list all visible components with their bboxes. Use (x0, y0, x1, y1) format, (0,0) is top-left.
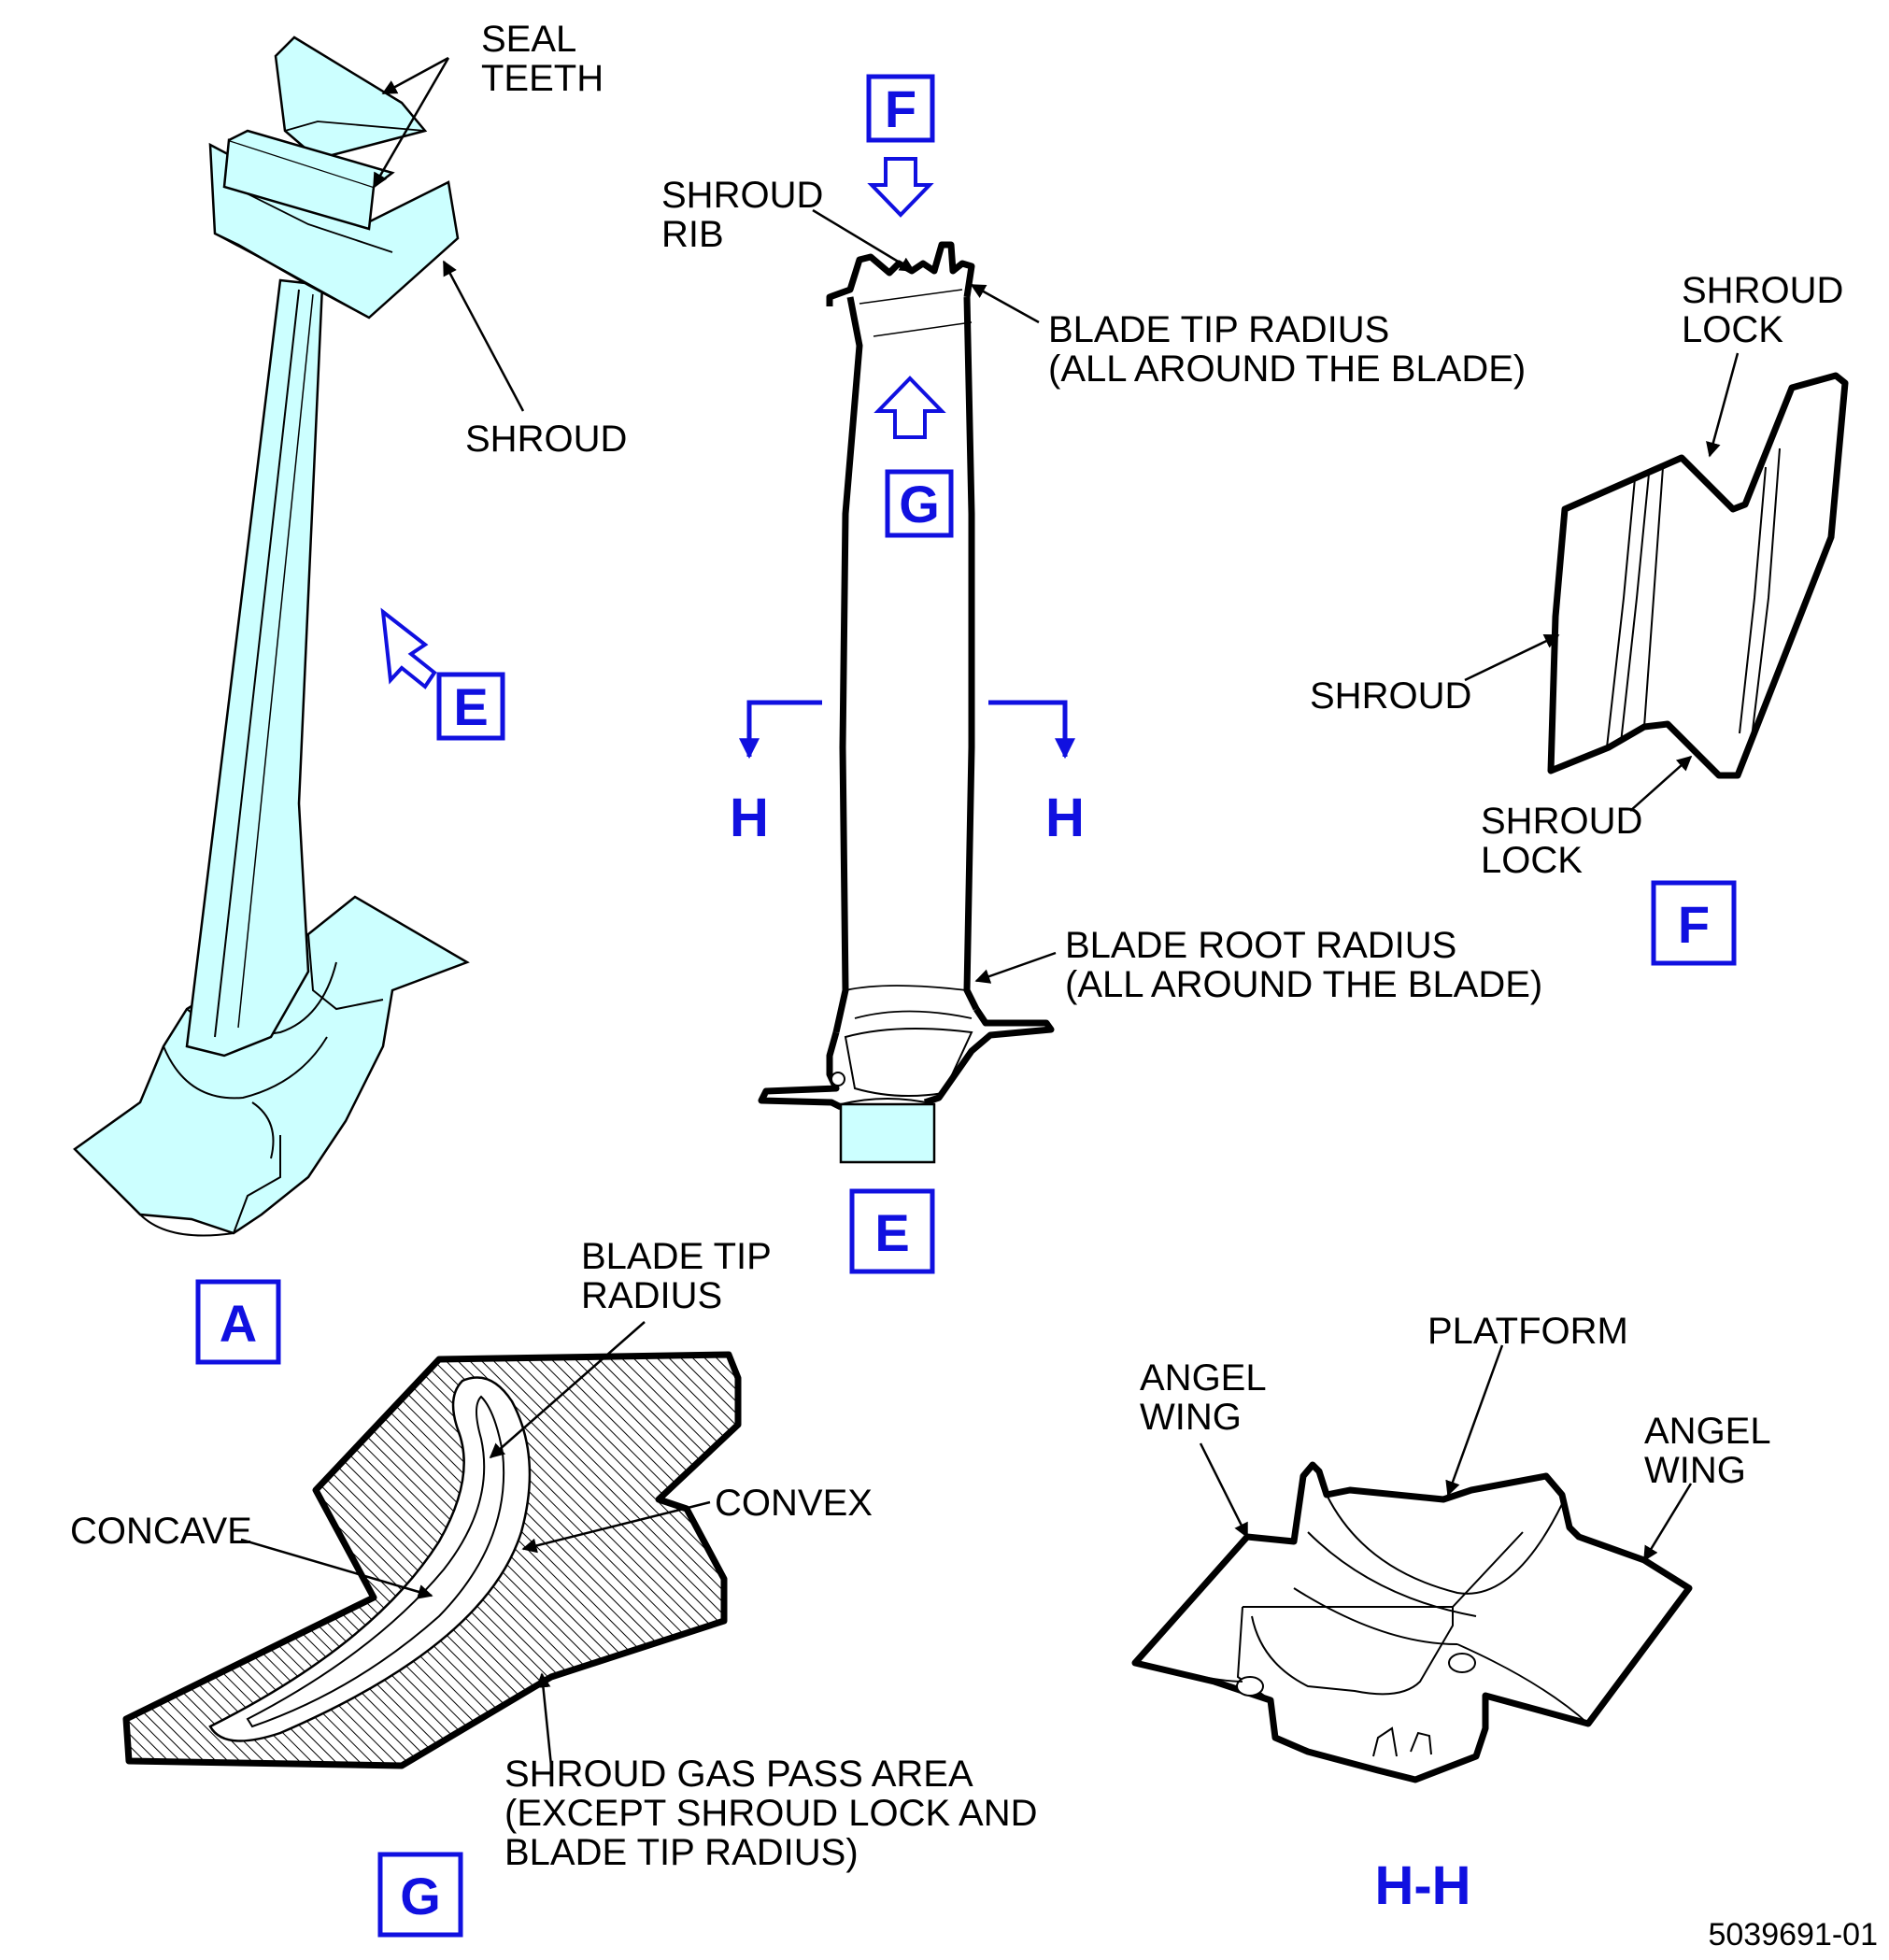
view-g-direction-arrow-icon (873, 376, 946, 439)
view-a-seal-tooth-back (274, 36, 428, 161)
label-seal-teeth-1: SEAL (481, 19, 576, 60)
label-blade-tip-radius-g-1: BLADE TIP (581, 1236, 772, 1277)
view-g-arrow-letter: G (899, 475, 940, 533)
section-h-h-title: H-H (1374, 1855, 1470, 1916)
view-f-direction-arrow-icon (867, 157, 934, 218)
view-a-platform (73, 895, 470, 1235)
view-a-box (195, 1279, 281, 1365)
label-shroud-f: SHROUD (1310, 675, 1471, 717)
view-f-shroud-outline (1547, 372, 1849, 779)
view-f-shroud-drawing (1547, 372, 1849, 779)
label-blade-tip-radius-e-2: (ALL AROUND THE BLADE) (1048, 348, 1526, 390)
label-shroud-gas-pass-1: SHROUD GAS PASS AREA (504, 1754, 973, 1795)
view-a-airfoil (185, 278, 324, 1058)
label-platform: PLATFORM (1427, 1311, 1628, 1352)
view-e-arrow-box (436, 672, 505, 741)
view-a-letter: A (220, 1294, 257, 1353)
label-blade-tip-radius-e-1: BLADE TIP RADIUS (1048, 309, 1389, 350)
label-shroud-lock-top-1: SHROUD (1682, 270, 1843, 311)
view-f-arrow-letter: F (885, 79, 916, 138)
view-e-platform-left (758, 1031, 843, 1111)
label-shroud-lock-bottom-2: LOCK (1481, 840, 1583, 881)
label-shroud-lock-bottom-1: SHROUD (1481, 801, 1642, 842)
view-g-box (377, 1852, 463, 1938)
view-g-letter: G (400, 1867, 441, 1925)
label-angel-wing-left-2: WING (1140, 1397, 1242, 1438)
view-f-box (1651, 880, 1737, 966)
figure-reference-number: 5039691-01 (1708, 1917, 1878, 1953)
view-e-direction-arrow-icon (380, 607, 437, 689)
label-blade-tip-radius-g-2: RADIUS (581, 1275, 722, 1316)
label-shroud-rib-1: SHROUD (661, 175, 823, 216)
view-e-platform-right (923, 1007, 1055, 1106)
label-shroud-gas-pass-3: BLADE TIP RADIUS) (504, 1832, 859, 1873)
section-cut-left-letter: H (730, 788, 769, 848)
section-cut-right-line (988, 700, 1075, 760)
label-blade-root-radius-2: (ALL AROUND THE BLADE) (1065, 964, 1542, 1005)
view-h-platform-outline (1131, 1461, 1693, 1783)
section-cut-right-letter: H (1045, 788, 1085, 848)
section-cut-left-line (739, 700, 822, 760)
label-shroud-lock-top-2: LOCK (1682, 309, 1783, 350)
label-angel-wing-right-1: ANGEL (1644, 1411, 1771, 1452)
view-g-shroud-drawing (122, 1351, 742, 1769)
view-e-airfoil-right-edge (963, 296, 980, 1011)
view-f-letter: F (1678, 895, 1710, 954)
view-e-blade-drawing (758, 241, 1055, 1164)
view-e-letter: E (874, 1203, 909, 1262)
label-concave: CONCAVE (70, 1511, 252, 1552)
view-f-arrow-box (866, 74, 935, 143)
label-blade-root-radius-1: BLADE ROOT RADIUS (1065, 925, 1456, 966)
view-g-arrow-box (885, 469, 954, 538)
view-e-arrow-letter: E (453, 677, 488, 736)
view-e-box (849, 1188, 935, 1274)
view-e-airfoil-left-edge (832, 296, 863, 1033)
view-a-blade-drawing (73, 36, 470, 1237)
label-convex: CONVEX (715, 1483, 873, 1524)
label-seal-teeth-2: TEETH (481, 58, 604, 99)
label-shroud-a: SHROUD (465, 419, 627, 460)
view-e-root-block (839, 1102, 936, 1164)
view-h-platform-drawing (1131, 1461, 1693, 1783)
label-shroud-gas-pass-2: (EXCEPT SHROUD LOCK AND (504, 1793, 1038, 1834)
view-e-shroud (826, 241, 975, 306)
label-shroud-rib-2: RIB (661, 214, 724, 255)
label-angel-wing-left-1: ANGEL (1140, 1357, 1267, 1399)
label-angel-wing-right-2: WING (1644, 1450, 1746, 1491)
